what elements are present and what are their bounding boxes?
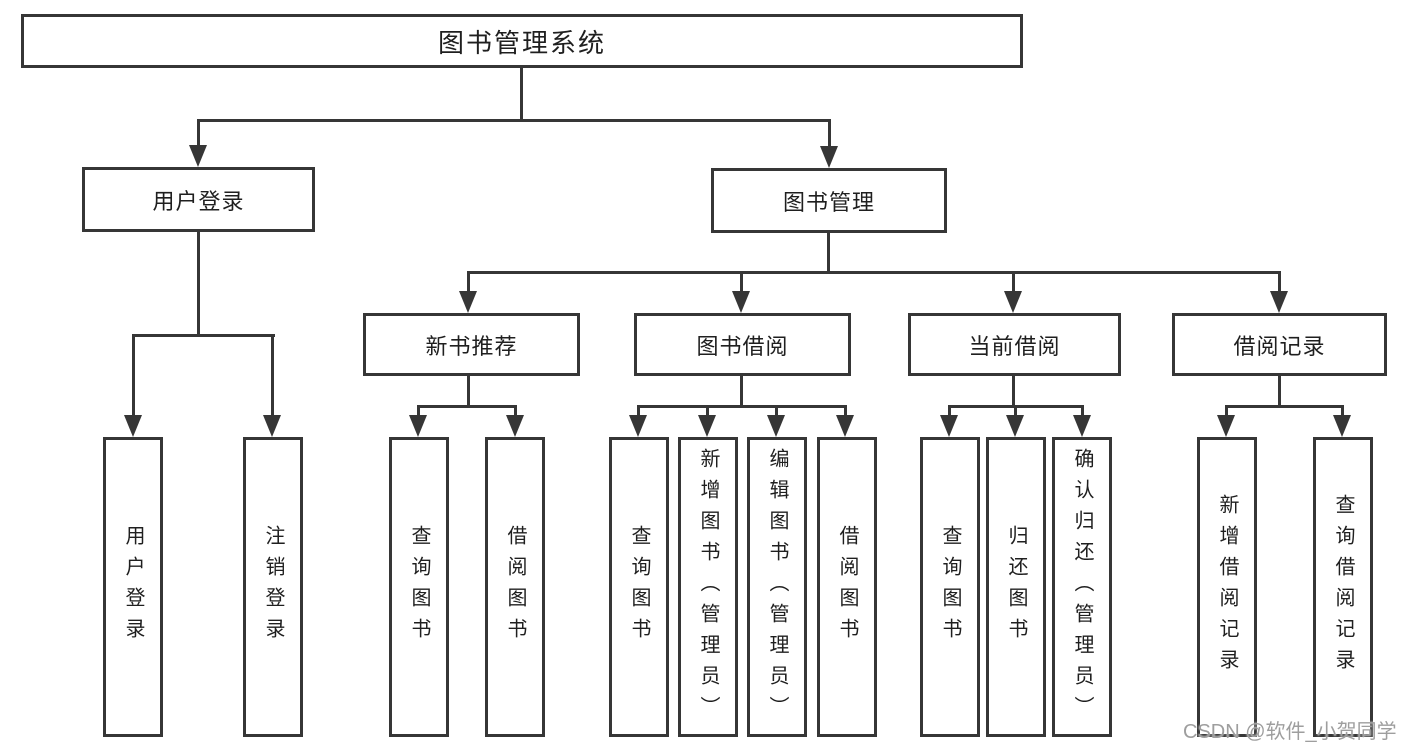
node-borrow-books-recommend: 借阅图书 <box>485 437 545 737</box>
arrow-down-icon <box>940 415 958 437</box>
connector-line <box>417 405 420 420</box>
arrow-down-icon <box>629 415 647 437</box>
arrow-down-icon <box>698 415 716 437</box>
connector-line <box>637 405 847 408</box>
connector-line <box>775 405 778 420</box>
connector-line <box>1225 405 1228 420</box>
node-query-books-recommend: 查询图书 <box>389 437 449 737</box>
connector-line <box>520 68 523 121</box>
connector-line <box>197 119 200 149</box>
node-query-books-current: 查询图书 <box>920 437 980 737</box>
connector-line <box>1012 376 1015 408</box>
connector-line <box>1014 405 1017 420</box>
connector-line <box>132 334 135 420</box>
arrow-down-icon <box>767 415 785 437</box>
node-add-book-admin: 新增图书（管理员） <box>678 437 738 737</box>
connector-line <box>417 405 517 408</box>
connector-line <box>1278 376 1281 408</box>
arrow-down-icon <box>459 291 477 313</box>
node-book-management-group: 图书管理 <box>711 168 947 233</box>
connector-line <box>1341 405 1344 420</box>
arrow-down-icon <box>1217 415 1235 437</box>
connector-line <box>197 232 200 336</box>
connector-line <box>1081 405 1084 420</box>
connector-line <box>132 334 275 337</box>
arrow-down-icon <box>836 415 854 437</box>
node-user-login-group: 用户登录 <box>82 167 315 232</box>
node-borrow-books-borrowing: 借阅图书 <box>817 437 877 737</box>
connector-line <box>197 119 831 122</box>
connector-line <box>740 271 743 296</box>
connector-line <box>1012 271 1015 296</box>
arrow-down-icon <box>1270 291 1288 313</box>
connector-line <box>828 119 831 149</box>
arrow-down-icon <box>732 291 750 313</box>
node-new-book-recommend: 新书推荐 <box>363 313 580 376</box>
node-add-borrow-record: 新增借阅记录 <box>1197 437 1257 737</box>
arrow-down-icon <box>409 415 427 437</box>
node-book-borrowing: 图书借阅 <box>634 313 851 376</box>
connector-line <box>271 334 274 420</box>
arrow-down-icon <box>1073 415 1091 437</box>
node-current-borrowing: 当前借阅 <box>908 313 1121 376</box>
csdn-watermark: CSDN @软件_小贺同学 <box>1183 721 1397 743</box>
connector-line <box>467 271 1281 274</box>
node-borrowing-records: 借阅记录 <box>1172 313 1387 376</box>
arrow-down-icon <box>506 415 524 437</box>
arrow-down-icon <box>189 145 207 167</box>
connector-line <box>844 405 847 420</box>
node-logout: 注销登录 <box>243 437 303 737</box>
connector-line <box>514 405 517 420</box>
arrow-down-icon <box>1004 291 1022 313</box>
arrow-down-icon <box>1333 415 1351 437</box>
connector-line <box>1225 405 1343 408</box>
node-confirm-return-admin: 确认归还（管理员） <box>1052 437 1112 737</box>
connector-line <box>1278 271 1281 296</box>
connector-line <box>706 405 709 420</box>
connector-line <box>740 376 743 408</box>
arrow-down-icon <box>820 146 838 168</box>
node-edit-book-admin: 编辑图书（管理员） <box>747 437 807 737</box>
node-query-books-borrowing: 查询图书 <box>609 437 669 737</box>
connector-line <box>948 405 951 420</box>
arrow-down-icon <box>124 415 142 437</box>
node-query-borrow-record: 查询借阅记录 <box>1313 437 1373 737</box>
node-root-library-system: 图书管理系统 <box>21 14 1023 68</box>
node-return-book: 归还图书 <box>986 437 1046 737</box>
connector-line <box>827 233 830 274</box>
connector-line <box>467 271 470 296</box>
connector-line <box>637 405 640 420</box>
arrow-down-icon <box>263 415 281 437</box>
node-user-login: 用户登录 <box>103 437 163 737</box>
connector-line <box>467 376 470 408</box>
arrow-down-icon <box>1006 415 1024 437</box>
